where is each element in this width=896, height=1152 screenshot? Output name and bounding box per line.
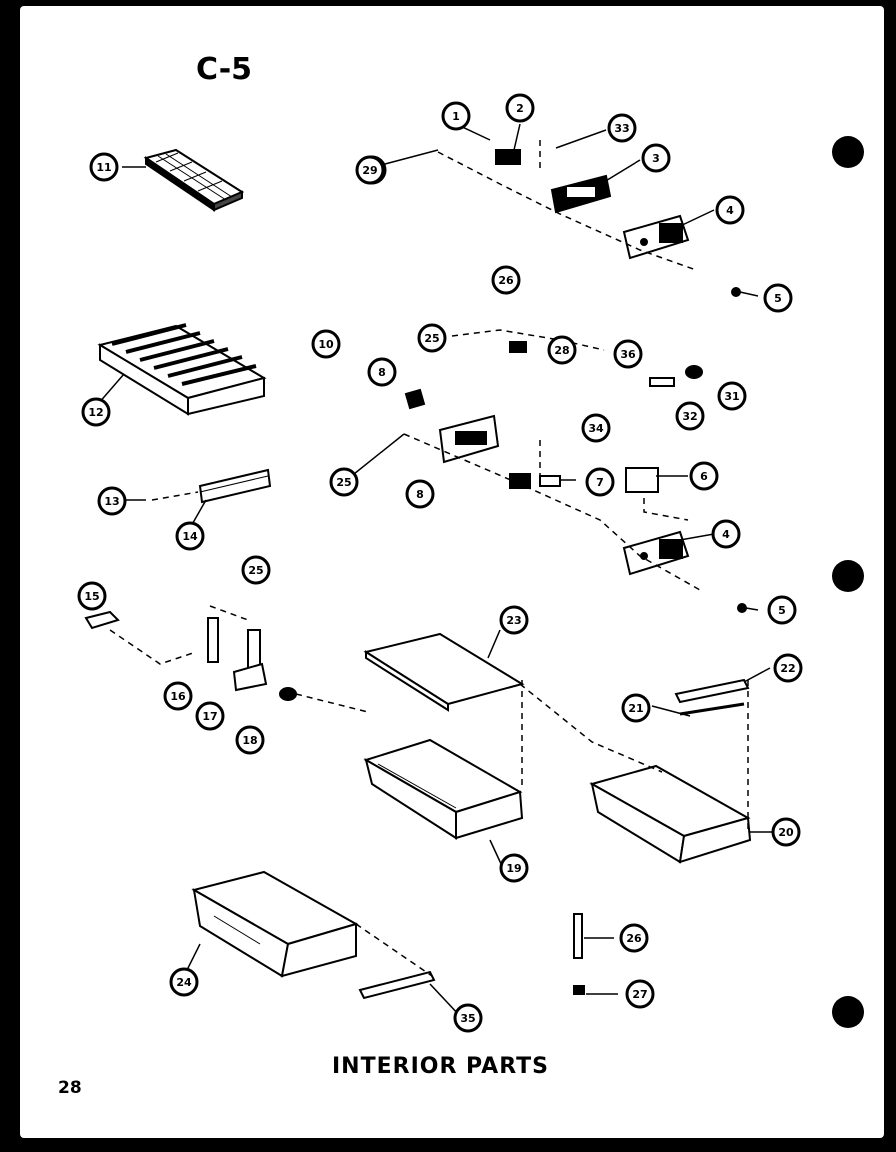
callout-15: 15 — [77, 581, 107, 611]
callout-label: 13 — [104, 495, 119, 508]
binder-hole — [832, 996, 864, 1028]
callout-label: 6 — [700, 470, 708, 483]
callout-label: 25 — [336, 476, 351, 489]
callout-label: 22 — [780, 662, 795, 675]
callout-label: 25 — [424, 332, 439, 345]
callout-1: 1 — [441, 101, 471, 131]
callout-28: 28 — [547, 335, 577, 365]
callout-5: 5 — [767, 595, 797, 625]
callout-18: 18 — [235, 725, 265, 755]
callout-label: 29 — [362, 164, 377, 177]
callout-17: 17 — [195, 701, 225, 731]
callout-27: 27 — [625, 979, 655, 1009]
callout-6: 6 — [689, 461, 719, 491]
callout-label: 16 — [170, 690, 186, 703]
callout-16: 16 — [163, 681, 193, 711]
callout-34: 34 — [581, 413, 611, 443]
page-number: 28 — [58, 1078, 82, 1098]
callout-13: 13 — [97, 486, 127, 516]
callout-26: 26 — [491, 265, 521, 295]
callout-12: 12 — [81, 397, 111, 427]
callout-label: 14 — [182, 530, 198, 543]
diagram-caption: INTERIOR PARTS — [332, 1054, 549, 1079]
callout-35: 35 — [453, 1003, 483, 1033]
callout-29: 29 — [355, 155, 385, 185]
callout-label: 8 — [378, 366, 386, 379]
callout-label: 5 — [774, 292, 782, 305]
page-title: C-5 — [196, 52, 253, 87]
callout-label: 7 — [596, 476, 604, 489]
callout-label: 33 — [614, 122, 629, 135]
callout-3: 3 — [641, 143, 671, 173]
callout-26: 26 — [619, 923, 649, 953]
paper-sheet — [20, 6, 884, 1138]
callout-label: 31 — [724, 390, 739, 403]
callout-label: 21 — [628, 702, 643, 715]
callout-label: 15 — [84, 590, 99, 603]
crisper-pan-drawing — [363, 738, 524, 840]
callout-label: 18 — [242, 734, 257, 747]
callout-label: 35 — [460, 1012, 475, 1025]
callout-label: 19 — [506, 862, 521, 875]
callout-20: 20 — [771, 817, 801, 847]
bracket-drawing — [84, 610, 120, 630]
callout-19: 19 — [499, 853, 529, 883]
callout-25: 25 — [241, 555, 271, 585]
callout-32: 32 — [675, 401, 705, 431]
callout-5: 5 — [763, 283, 793, 313]
callout-2: 2 — [505, 93, 535, 123]
ice-tray-drawing — [143, 148, 245, 212]
callout-label: 4 — [726, 204, 734, 217]
callout-36: 36 — [613, 339, 643, 369]
meat-pan-drawing — [589, 764, 752, 864]
callout-25: 25 — [329, 467, 359, 497]
callout-label: 12 — [88, 406, 103, 419]
callout-11: 11 — [89, 152, 119, 182]
callout-label: 17 — [202, 710, 217, 723]
callout-label: 36 — [620, 348, 636, 361]
callout-label: 27 — [632, 988, 647, 1001]
callout-label: 5 — [778, 604, 786, 617]
callout-label: 1 — [452, 110, 460, 123]
callout-label: 34 — [588, 422, 604, 435]
callout-23: 23 — [499, 605, 529, 635]
callout-25: 25 — [417, 323, 447, 353]
callout-label: 8 — [416, 488, 424, 501]
callout-label: 3 — [652, 152, 660, 165]
callout-22: 22 — [773, 653, 803, 683]
callout-label: 28 — [554, 344, 569, 357]
callout-label: 24 — [176, 976, 192, 989]
callout-label: 23 — [506, 614, 521, 627]
callout-14: 14 — [175, 521, 205, 551]
callout-4: 4 — [711, 519, 741, 549]
binder-hole — [832, 560, 864, 592]
callout-4: 4 — [715, 195, 745, 225]
callout-label: 11 — [96, 161, 111, 174]
callout-label: 10 — [318, 338, 334, 351]
callout-label: 2 — [516, 102, 524, 115]
callout-label: 4 — [722, 528, 730, 541]
callout-label: 20 — [778, 826, 794, 839]
callout-label: 32 — [682, 410, 697, 423]
rail-drawing — [198, 468, 272, 504]
bracket-16-drawing — [207, 617, 219, 663]
vegetable-pan-drawing — [191, 870, 359, 978]
binder-hole — [832, 136, 864, 168]
callout-10: 10 — [311, 329, 341, 359]
roller-drawing — [279, 687, 297, 701]
callout-33: 33 — [607, 113, 637, 143]
callout-label: 26 — [626, 932, 642, 945]
callout-label: 25 — [248, 564, 263, 577]
thermostat-knob-drawing — [495, 149, 521, 165]
callout-label: 26 — [498, 274, 514, 287]
callout-21: 21 — [621, 693, 651, 723]
callout-31: 31 — [717, 381, 747, 411]
callout-8: 8 — [367, 357, 397, 387]
callout-8: 8 — [405, 479, 435, 509]
callout-24: 24 — [169, 967, 199, 997]
shelf-drawing — [97, 323, 267, 416]
callout-7: 7 — [585, 467, 615, 497]
